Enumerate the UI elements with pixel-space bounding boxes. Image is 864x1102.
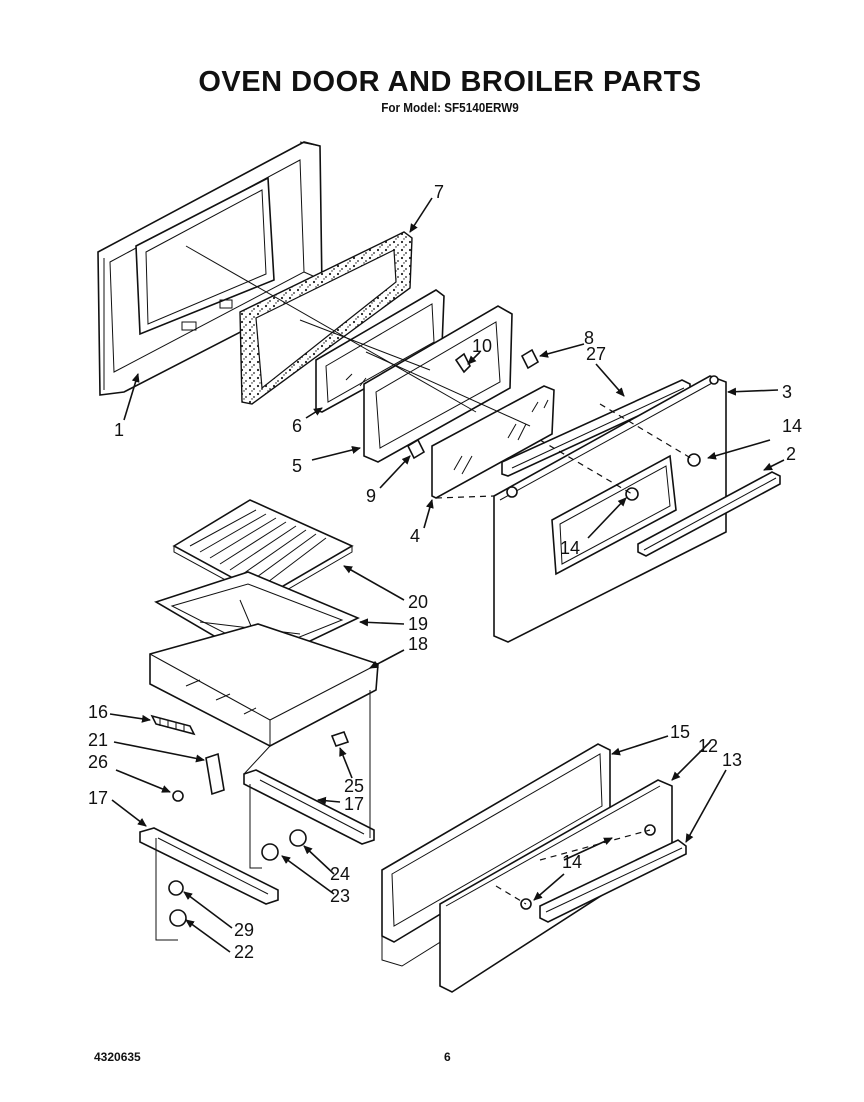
callout-23: 23 (330, 886, 350, 906)
callout-3: 3 (782, 382, 792, 402)
callout-10: 10 (472, 336, 492, 356)
document-number: 4320635 (94, 1050, 141, 1064)
callout-1: 1 (114, 420, 124, 440)
callout-16: 16 (88, 702, 108, 722)
callout-21: 21 (88, 730, 108, 750)
broiler-pan-part (149, 623, 379, 747)
broiler-pan-grille-part (150, 714, 196, 736)
callout-27: 27 (586, 344, 606, 364)
callout-14-drawer: 14 (562, 852, 582, 872)
outer-oven-door-part (493, 375, 727, 643)
door-nut-part-center (625, 487, 639, 501)
door-hinge-bracket-part (406, 348, 540, 460)
callout-15: 15 (670, 722, 690, 742)
callout-leaders (109, 197, 785, 953)
callout-24: 24 (330, 864, 350, 884)
drawer-rail-part-right (243, 769, 375, 845)
callout-7: 7 (434, 182, 444, 202)
callout-5: 5 (292, 456, 302, 476)
callout-17-right: 17 (344, 794, 364, 814)
page-number: 6 (444, 1050, 451, 1064)
door-nut-part-upper (687, 453, 701, 467)
callout-26: 26 (88, 752, 108, 772)
callout-20: 20 (408, 592, 428, 612)
callout-29: 29 (234, 920, 254, 940)
drawer-bracket-part (172, 731, 350, 802)
callout-13: 13 (722, 750, 742, 770)
drawer-rail-part-left (139, 827, 279, 905)
drawer-handle-part (539, 839, 687, 923)
door-glass-part (431, 385, 555, 499)
callout-2: 2 (786, 444, 796, 464)
drawer-roller-parts (168, 829, 307, 927)
callout-14-door-center: 14 (560, 538, 580, 558)
callout-19: 19 (408, 614, 428, 634)
callout-9: 9 (366, 486, 376, 506)
callout-14-door-right: 14 (782, 416, 802, 436)
callout-4: 4 (410, 526, 420, 546)
page-title: OVEN DOOR AND BROILER PARTS (198, 66, 702, 98)
callout-17-left: 17 (88, 788, 108, 808)
callout-25: 25 (344, 776, 364, 796)
callout-12: 12 (698, 736, 718, 756)
callout-labels: 1 2 3 4 5 6 7 8 9 10 12 13 14 14 14 15 1… (88, 182, 802, 962)
callout-18: 18 (408, 634, 428, 654)
outer-door-panel-part (97, 141, 323, 396)
door-gasket-part (239, 231, 413, 405)
callout-8: 8 (584, 328, 594, 348)
model-subtitle: For Model: SF5140ERW9 (381, 100, 519, 115)
callout-6: 6 (292, 416, 302, 436)
door-handle-part (637, 471, 781, 557)
callout-22: 22 (234, 942, 254, 962)
